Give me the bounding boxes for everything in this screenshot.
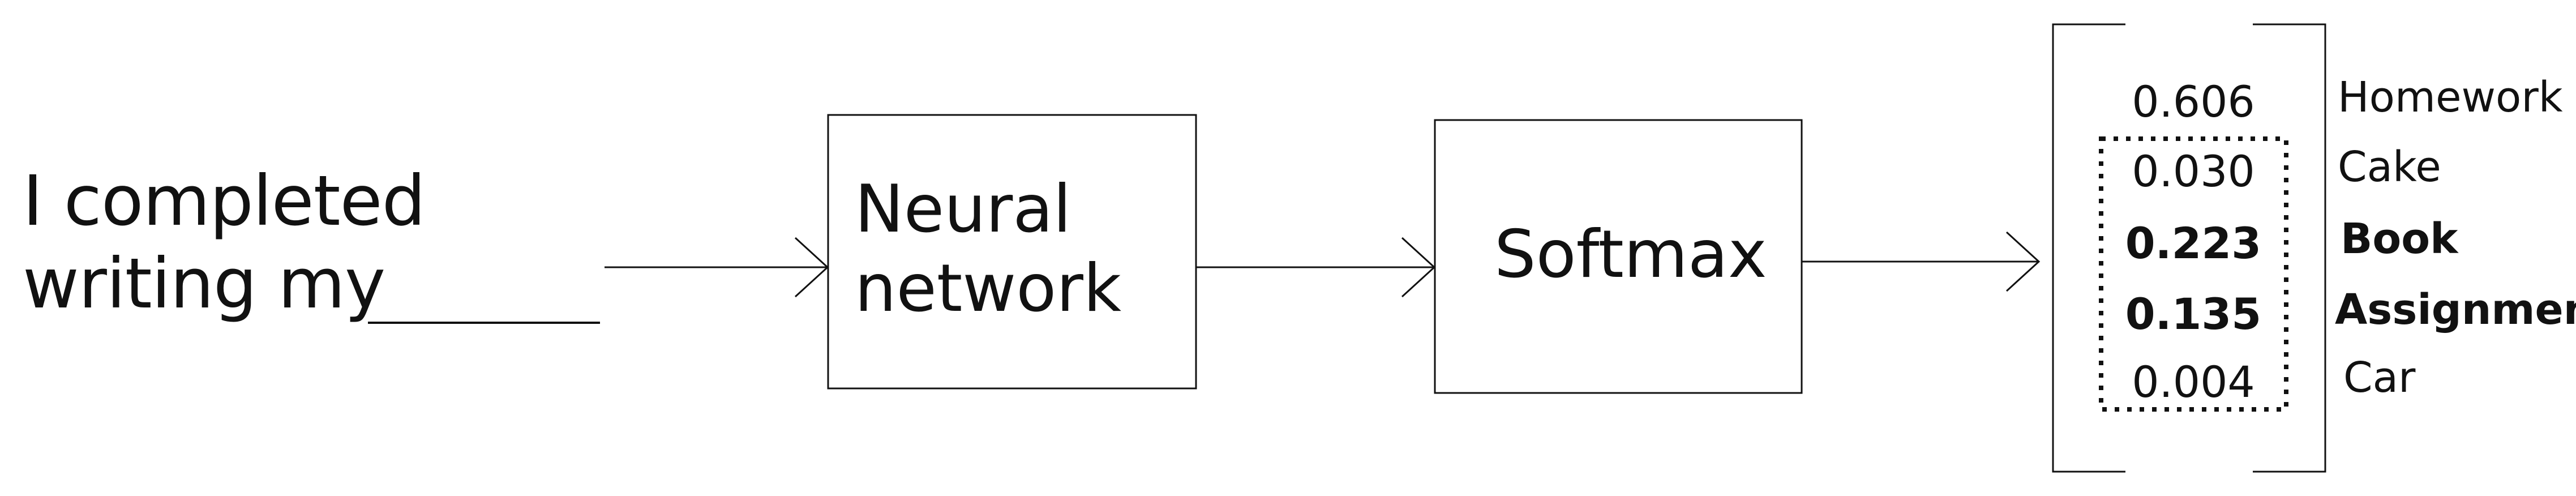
word-label: Car (2343, 353, 2416, 402)
word-label: Homework (2338, 73, 2563, 122)
probability-value: 0.135 (2125, 289, 2262, 339)
output-bracket-left (2052, 23, 2125, 473)
arrow-network-to-softmax (1196, 237, 1436, 298)
word-label: Book (2341, 215, 2458, 263)
input-line-2: writing my (23, 243, 385, 324)
arrow-softmax-to-output (1802, 231, 2041, 292)
probability-value: 0.030 (2132, 146, 2255, 196)
probability-value: 0.004 (2132, 357, 2255, 407)
arrow-input-to-network (605, 237, 829, 298)
input-sentence: I completed writing my (23, 160, 426, 325)
word-label: Assignment (2335, 285, 2576, 334)
input-line-1: I completed (23, 161, 426, 241)
neural-network-label: Neural network (855, 170, 1121, 328)
neural-network-line-1: Neural (855, 171, 1071, 247)
softmax-box (1434, 119, 1803, 394)
output-bracket-right (2253, 23, 2326, 473)
dotted-highlight-box (2099, 136, 2288, 412)
probability-value: 0.606 (2132, 76, 2255, 127)
neural-network-line-2: network (855, 250, 1122, 327)
word-label: Cake (2338, 143, 2441, 191)
probability-value: 0.223 (2125, 218, 2262, 268)
neural-network-box (827, 114, 1197, 390)
softmax-label: Softmax (1494, 216, 1767, 293)
